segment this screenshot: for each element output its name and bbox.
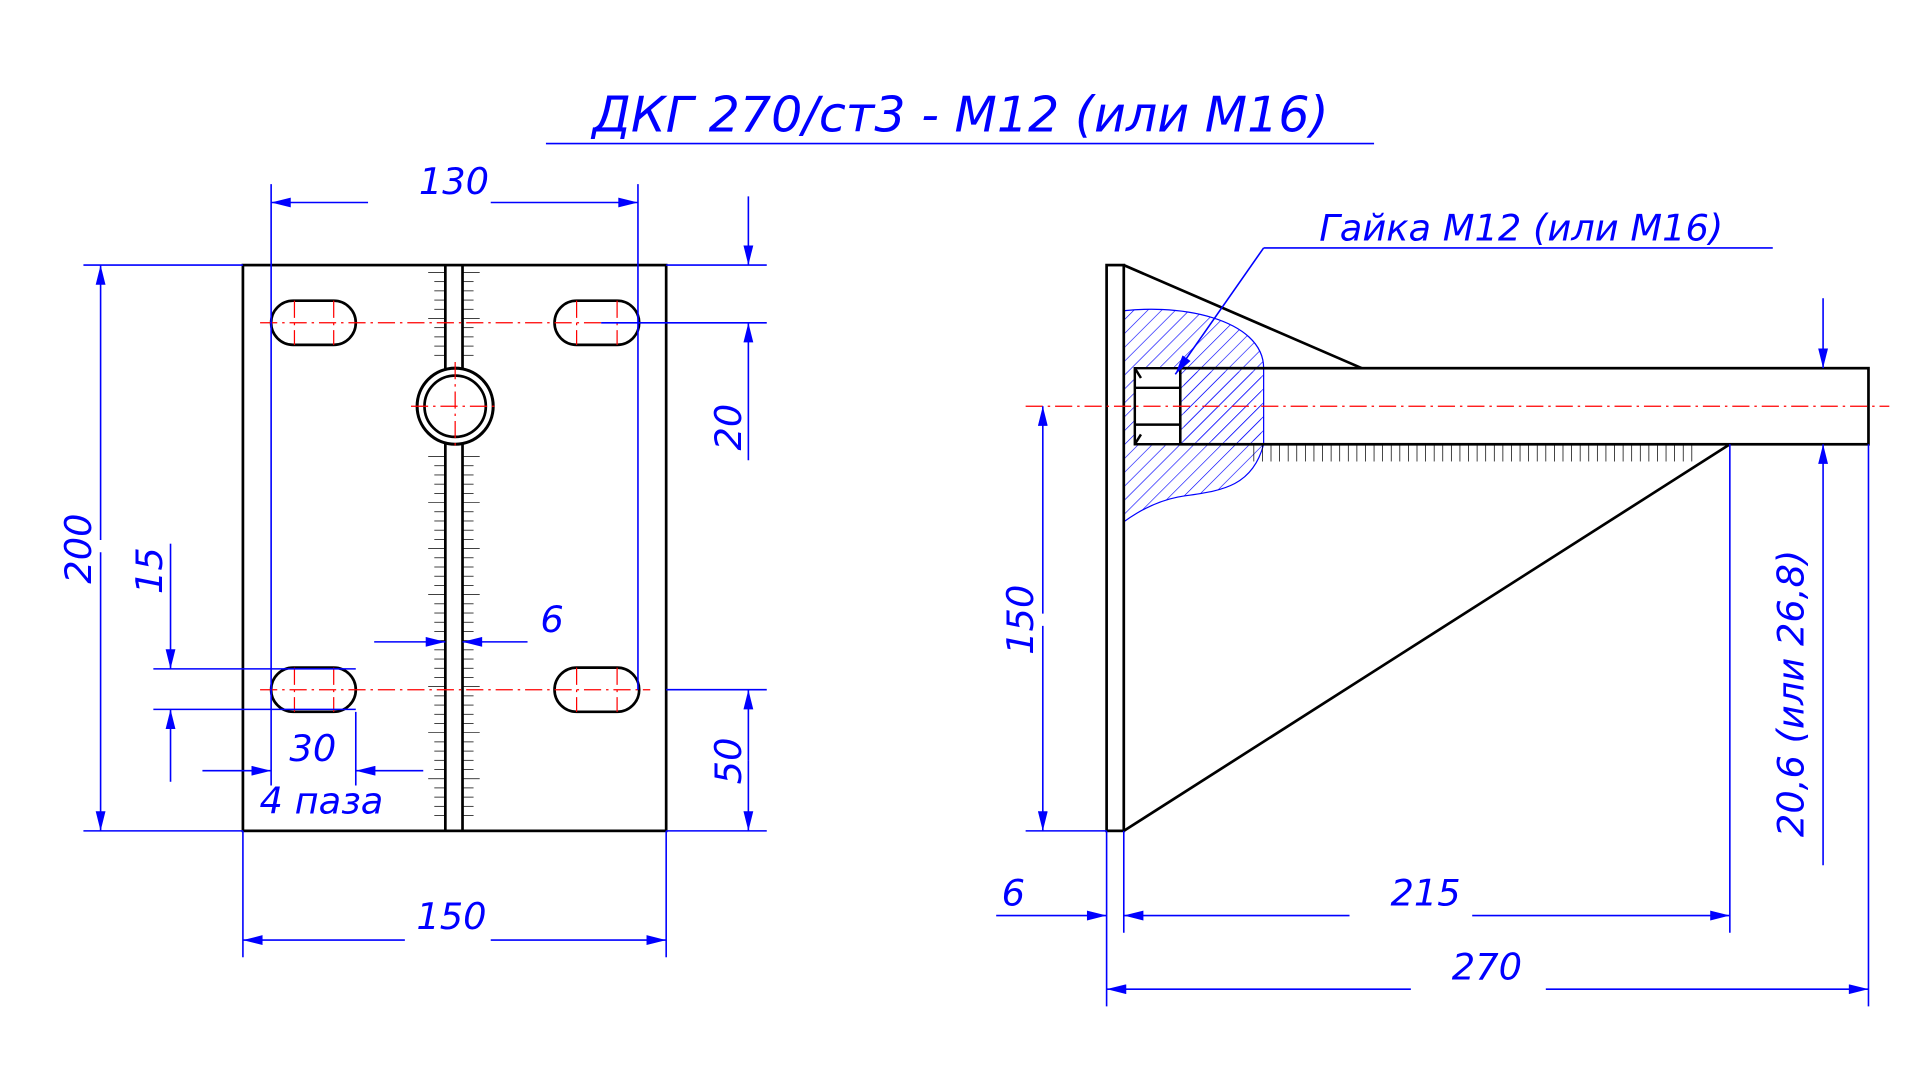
nut-label: Гайка М12 (или М16) <box>1319 207 1723 250</box>
dim-15: 15 <box>128 547 171 594</box>
thread-marks <box>1253 444 1693 462</box>
side-plate <box>1105 263 1126 833</box>
dim-side-6: 6 <box>1002 872 1025 915</box>
slit-scale <box>428 272 480 816</box>
front-view: 130 200 20 50 15 6 30 4 паза 150 <box>57 160 767 958</box>
drawing-title: ДКГ 270/ст3 - М12 (или М16) <box>591 85 1329 143</box>
dim-20: 20 <box>707 404 750 451</box>
dim-130: 130 <box>419 160 489 203</box>
dim-6: 6 <box>540 598 563 641</box>
dim-270: 270 <box>1452 945 1522 988</box>
dim-215: 215 <box>1390 872 1460 915</box>
dim-side-150: 150 <box>999 585 1042 655</box>
dim-50: 50 <box>707 737 750 784</box>
dim-rod: 20,6 (или 26,8) <box>1769 550 1812 837</box>
base-plate <box>241 263 668 833</box>
dim-30: 30 <box>289 727 336 770</box>
dim-200: 200 <box>57 513 100 583</box>
dim-150: 150 <box>416 895 486 938</box>
side-view: Гайка М12 (или М16) 150 20,6 (или 26,8) … <box>996 207 1890 1007</box>
slot-note: 4 паза <box>260 780 384 823</box>
